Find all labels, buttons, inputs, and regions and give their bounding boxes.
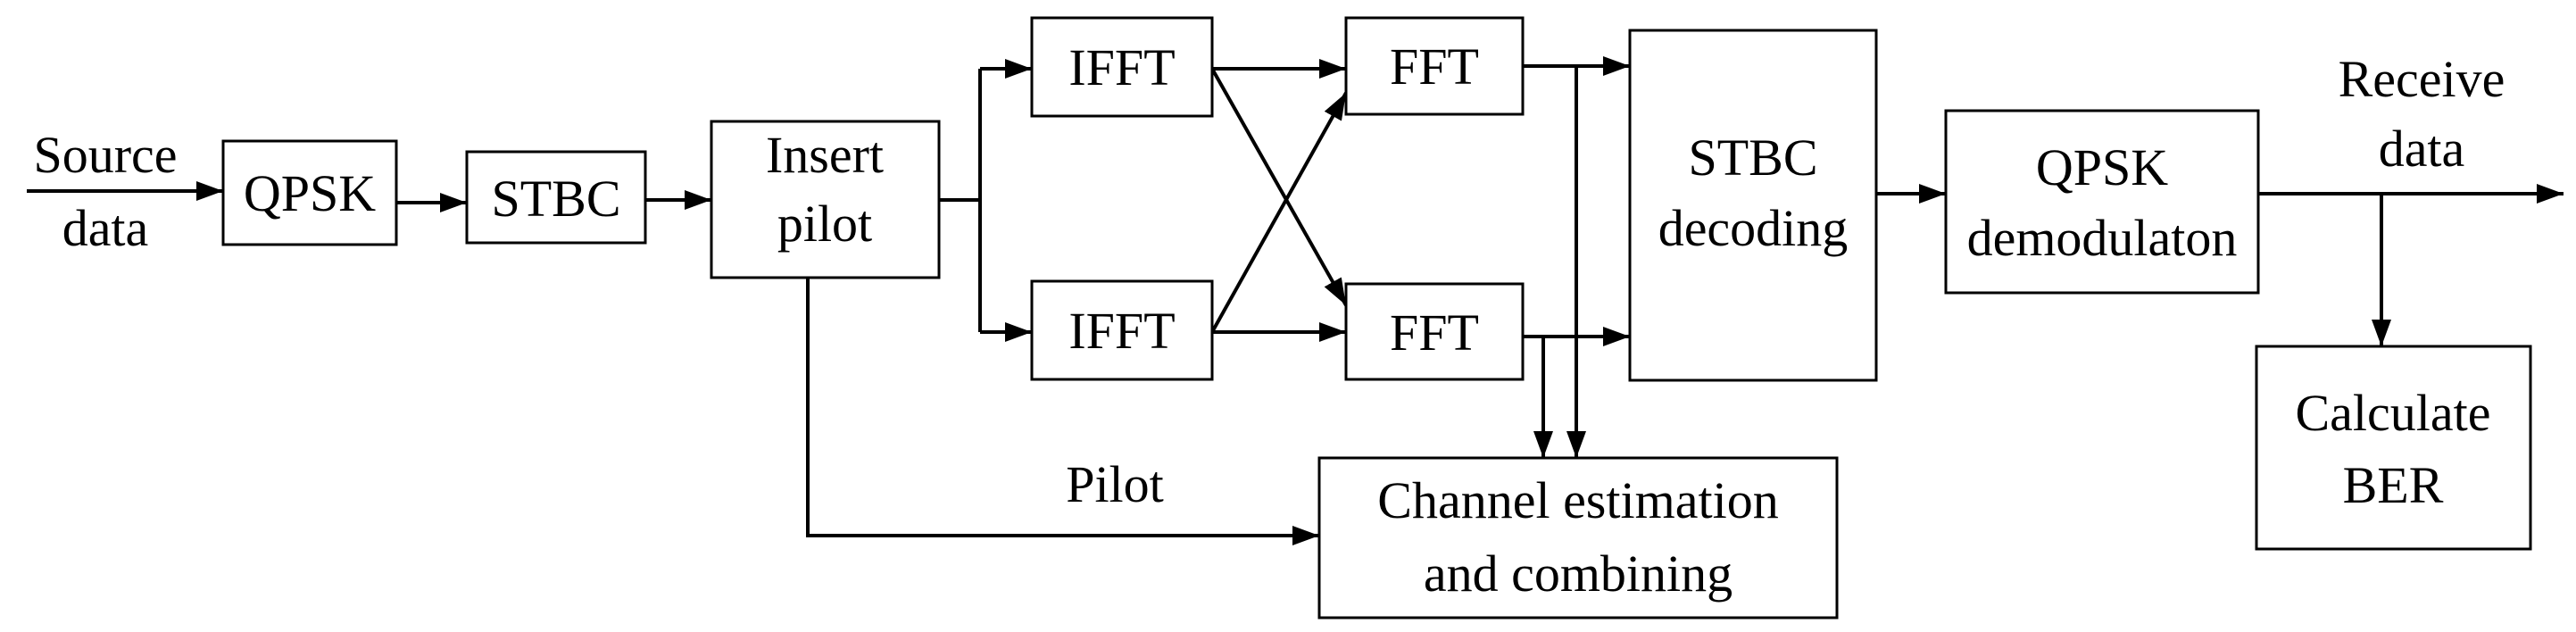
qpsk-block: QPSK [221,139,398,246]
ifft-top-label: IFFT [1068,38,1175,96]
fft-bottom-label: FFT [1390,304,1479,362]
receive-data-label-line1: Receive [2339,50,2505,108]
qpsk-demod-label-line1: QPSK [2036,138,2168,196]
pilot-label: Pilot [1066,455,1164,513]
stbc-decoding-label-line2: decoding [1658,199,1849,257]
ifft-bottom-block: IFFT [1030,279,1214,381]
calculate-ber-label-line2: BER [2343,456,2444,514]
source-data-label-line1: Source [33,126,177,184]
fft-top-block: FFT [1344,16,1525,116]
stbc-decoding-label-line1: STBC [1688,129,1817,187]
insert-pilot-label-line1: Insert [766,126,884,184]
insert-pilot-block: Insert pilot [710,120,941,279]
qpsk-label: QPSK [244,164,376,222]
channel-estimation-block: Channel estimation and combining [1317,456,1839,620]
source-data-label-line2: data [62,199,149,257]
channel-est-label-line1: Channel estimation [1377,471,1778,529]
ifft-top-block: IFFT [1030,16,1214,118]
calculate-ber-block: Calculate BER [2255,345,2532,551]
ifft-bottom-label: IFFT [1068,302,1175,360]
arrow-cross-bottom-to-top [1210,92,1348,333]
qpsk-demodulation-block: QPSK demodulaton [1944,109,2260,295]
stbc-block: STBC [465,150,647,245]
channel-est-label-line2: and combining [1424,545,1733,603]
arrow-cross-top-to-bottom [1210,68,1348,306]
fft-bottom-block: FFT [1344,282,1525,381]
fft-top-label: FFT [1390,37,1479,96]
insert-pilot-label-line2: pilot [777,195,872,253]
stbc-label: STBC [491,170,620,228]
qpsk-demod-label-line2: demodulaton [1967,209,2238,267]
receive-data-label-line2: data [2379,120,2465,178]
arrow-pilot-to-channel-est [806,278,1319,545]
connections [27,56,2564,545]
stbc-decoding-block: STBC decoding [1628,29,1878,382]
calculate-ber-label-line1: Calculate [2295,384,2490,442]
